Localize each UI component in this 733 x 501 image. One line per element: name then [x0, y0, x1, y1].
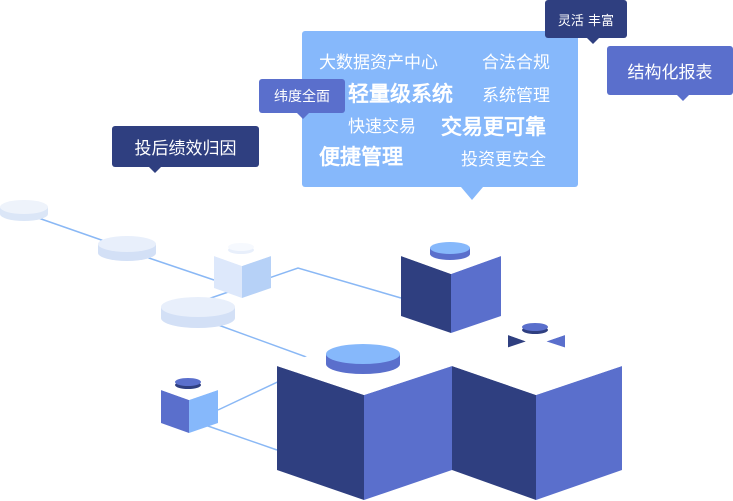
word-secure: 投资更安全 — [461, 150, 546, 170]
small-cube-left — [161, 378, 218, 433]
disc-1 — [0, 200, 48, 221]
disc-3 — [161, 297, 235, 328]
disc-2 — [98, 236, 156, 261]
word-reliable: 交易更可靠 — [441, 115, 546, 139]
word-fast-trade: 快速交易 — [348, 117, 416, 137]
word-big-data: 大数据资产中心 — [319, 53, 438, 73]
word-compliance: 合法合规 — [482, 53, 550, 73]
light-cube — [214, 243, 271, 298]
label-flexible: 灵活 丰富 — [545, 0, 627, 44]
word-lightweight: 轻量级系统 — [348, 82, 453, 106]
word-system-mgmt: 系统管理 — [482, 86, 550, 106]
label-reports-text: 结构化报表 — [627, 63, 713, 83]
label-attribution: 投后绩效归因 — [112, 126, 259, 173]
label-dimension: 纬度全面 — [259, 79, 345, 119]
label-dimension-text: 纬度全面 — [274, 89, 330, 105]
feature-bubble: 大数据资产中心 合法合规 轻量级系统 系统管理 快速交易 交易更可靠 便捷管理 … — [302, 31, 578, 200]
big-cube-right — [452, 338, 622, 500]
big-cube-left — [277, 338, 452, 500]
upper-cube — [401, 238, 501, 333]
label-attribution-text: 投后绩效归因 — [134, 139, 237, 159]
label-reports: 结构化报表 — [607, 46, 733, 101]
label-flexible-text: 灵活 丰富 — [557, 13, 615, 29]
word-convenient: 便捷管理 — [319, 145, 403, 169]
